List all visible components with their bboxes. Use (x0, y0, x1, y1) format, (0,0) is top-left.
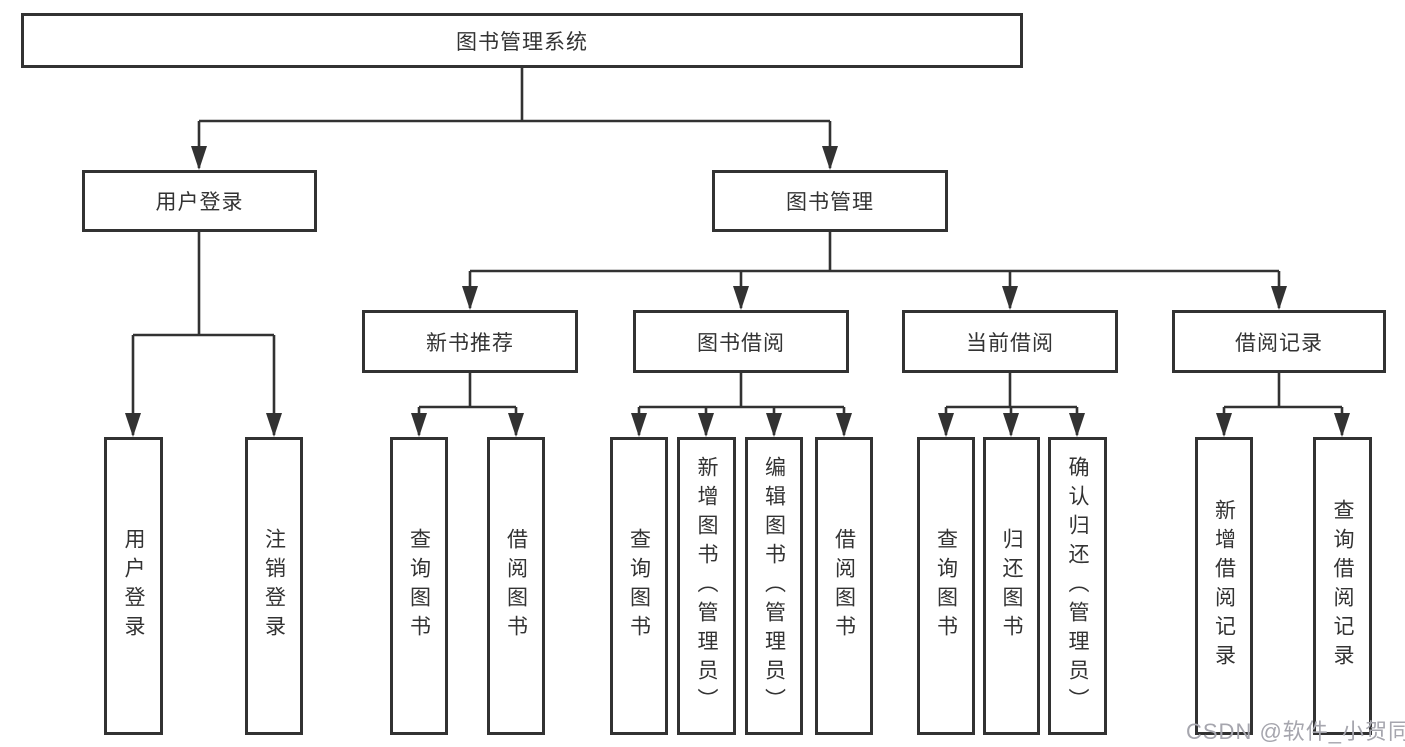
leaf-user-login: 用户登录 (104, 437, 163, 735)
node-current-borrowing: 当前借阅 (902, 310, 1118, 373)
leaf-label: 新增图书（管理员） (695, 455, 718, 717)
leaf-label: 注销登录 (262, 528, 286, 644)
leaf-label: 确认归还（管理员） (1066, 455, 1089, 717)
node-borrowing-records: 借阅记录 (1172, 310, 1386, 373)
leaf-borrow-books-borrowing: 借阅图书 (815, 437, 873, 735)
node-book-borrowing: 图书借阅 (633, 310, 849, 373)
leaf-query-borrow-record: 查询借阅记录 (1313, 437, 1372, 735)
node-system-root: 图书管理系统 (21, 13, 1023, 68)
leaf-label: 编辑图书（管理员） (762, 455, 786, 717)
leaf-borrow-books-recommend: 借阅图书 (487, 437, 545, 735)
leaf-label: 归还图书 (1000, 528, 1023, 644)
node-user-login: 用户登录 (82, 170, 317, 232)
leaf-label: 查询图书 (627, 528, 651, 644)
leaf-label: 借阅图书 (832, 528, 856, 644)
leaf-add-books-admin: 新增图书（管理员） (677, 437, 736, 735)
leaf-edit-books-admin: 编辑图书（管理员） (745, 437, 803, 735)
node-book-management: 图书管理 (712, 170, 948, 232)
leaf-confirm-return-admin: 确认归还（管理员） (1048, 437, 1107, 735)
leaf-label: 用户登录 (122, 528, 145, 644)
leaf-query-books-recommend: 查询图书 (390, 437, 448, 735)
leaf-add-borrow-record: 新增借阅记录 (1195, 437, 1253, 735)
leaf-label: 查询借阅记录 (1331, 499, 1354, 673)
leaf-label: 查询图书 (934, 528, 958, 644)
leaf-logout: 注销登录 (245, 437, 303, 735)
arrowheads (125, 146, 1350, 437)
leaf-query-books-borrowing: 查询图书 (610, 437, 668, 735)
leaf-return-books: 归还图书 (983, 437, 1040, 735)
leaf-label: 借阅图书 (504, 528, 528, 644)
watermark: CSDN @软件_小贺同学 (1186, 719, 1405, 744)
node-new-book-recommendation: 新书推荐 (362, 310, 578, 373)
leaf-label: 查询图书 (407, 528, 431, 644)
leaf-label: 新增借阅记录 (1212, 499, 1236, 673)
leaf-query-books-current: 查询图书 (917, 437, 975, 735)
